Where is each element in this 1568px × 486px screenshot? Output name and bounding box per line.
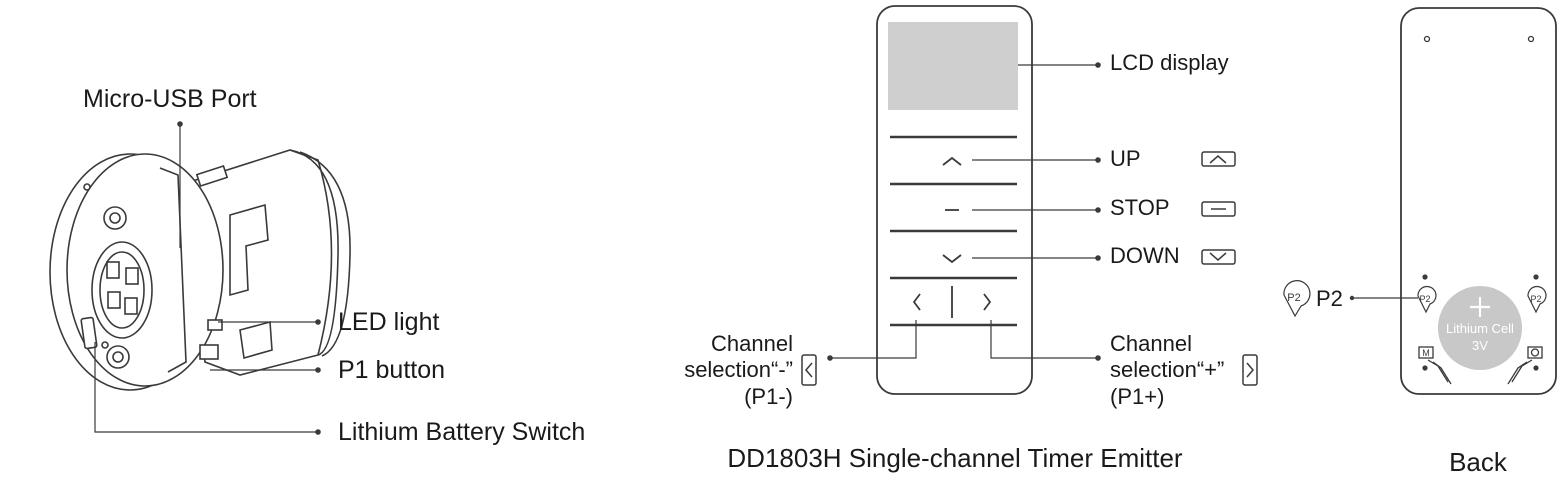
channel-plus-line1: Channel [1110, 331, 1192, 356]
cell-label-line1: Lithium Cell [1446, 321, 1514, 336]
p2-leader-dot [1349, 295, 1355, 301]
plus-icon [1470, 297, 1490, 317]
channel-plus-line2: selection“+” [1110, 357, 1224, 382]
clock-icon [1530, 348, 1540, 357]
micro-usb-port-label: Micro-USB Port [83, 85, 257, 113]
back-dots [1422, 274, 1539, 371]
m-key-icon [1418, 346, 1434, 359]
back-p2-icons [1417, 285, 1547, 314]
motor-head-illustration [49, 149, 351, 391]
p2-legend-icon [1283, 280, 1311, 318]
back-body [1400, 7, 1557, 395]
screw-hole-icon [1527, 35, 1535, 43]
battery-leader-line [94, 342, 318, 433]
led-light-label: LED light [338, 308, 439, 336]
remote-back [1400, 7, 1557, 395]
cell-label-line2: 3V [1472, 338, 1488, 353]
channel-minus-icon[interactable] [912, 293, 921, 311]
channel-minus-line2: selection“-” [684, 357, 793, 382]
p2-legend-text: P2 [1287, 292, 1300, 304]
channel-minus-line1: Channel [711, 331, 793, 356]
p1-button-label: P1 button [338, 356, 445, 384]
up-arrow-icon[interactable] [942, 156, 962, 166]
clock-key-lever [1507, 361, 1528, 385]
up-chevron-icon [1209, 155, 1227, 164]
channel-plus-icon[interactable] [983, 293, 992, 311]
p2-pin-text: P2 [1419, 294, 1430, 304]
p2-pin-text: P2 [1530, 294, 1541, 304]
p2-pin-icon [1527, 285, 1547, 314]
stop-label: STOP [1110, 195, 1170, 220]
back-caption: Back [1449, 447, 1508, 477]
back-keys [1418, 346, 1543, 385]
up-key-icon [1201, 151, 1236, 167]
remote-front [876, 5, 1033, 395]
lcd-screen [888, 22, 1018, 110]
lithium-cell [1438, 286, 1522, 370]
p2-label: P2 [1316, 286, 1343, 311]
m-key-text: M [1422, 348, 1430, 358]
stop-key-icon [1201, 201, 1236, 217]
plus-key-icon [1242, 354, 1258, 386]
remote-caption: DD1803H Single-channel Timer Emitter [727, 443, 1183, 473]
lcd-display-label: LCD display [1110, 50, 1229, 75]
remote-leader-lines [827, 62, 1101, 361]
lithium-battery-switch-label: Lithium Battery Switch [338, 418, 585, 446]
channel-minus-line3: (P1-) [744, 384, 793, 409]
down-arrow-icon[interactable] [942, 254, 962, 264]
minus-key-icon [801, 354, 817, 386]
minus-chevron-icon [805, 362, 813, 378]
p2-pin-icon [1417, 285, 1437, 314]
motor-leader-lines [94, 121, 321, 435]
plus-chevron-icon [1246, 362, 1254, 378]
down-label: DOWN [1110, 243, 1180, 268]
down-chevron-icon [1209, 252, 1227, 261]
clock-key-icon [1527, 346, 1543, 359]
down-key-icon [1201, 249, 1236, 265]
up-label: UP [1110, 146, 1141, 171]
key-legend-icons [801, 151, 1258, 386]
screw-hole-icon [1423, 35, 1431, 43]
channel-plus-line3: (P1+) [1110, 384, 1164, 409]
m-key-lever [1432, 361, 1452, 385]
